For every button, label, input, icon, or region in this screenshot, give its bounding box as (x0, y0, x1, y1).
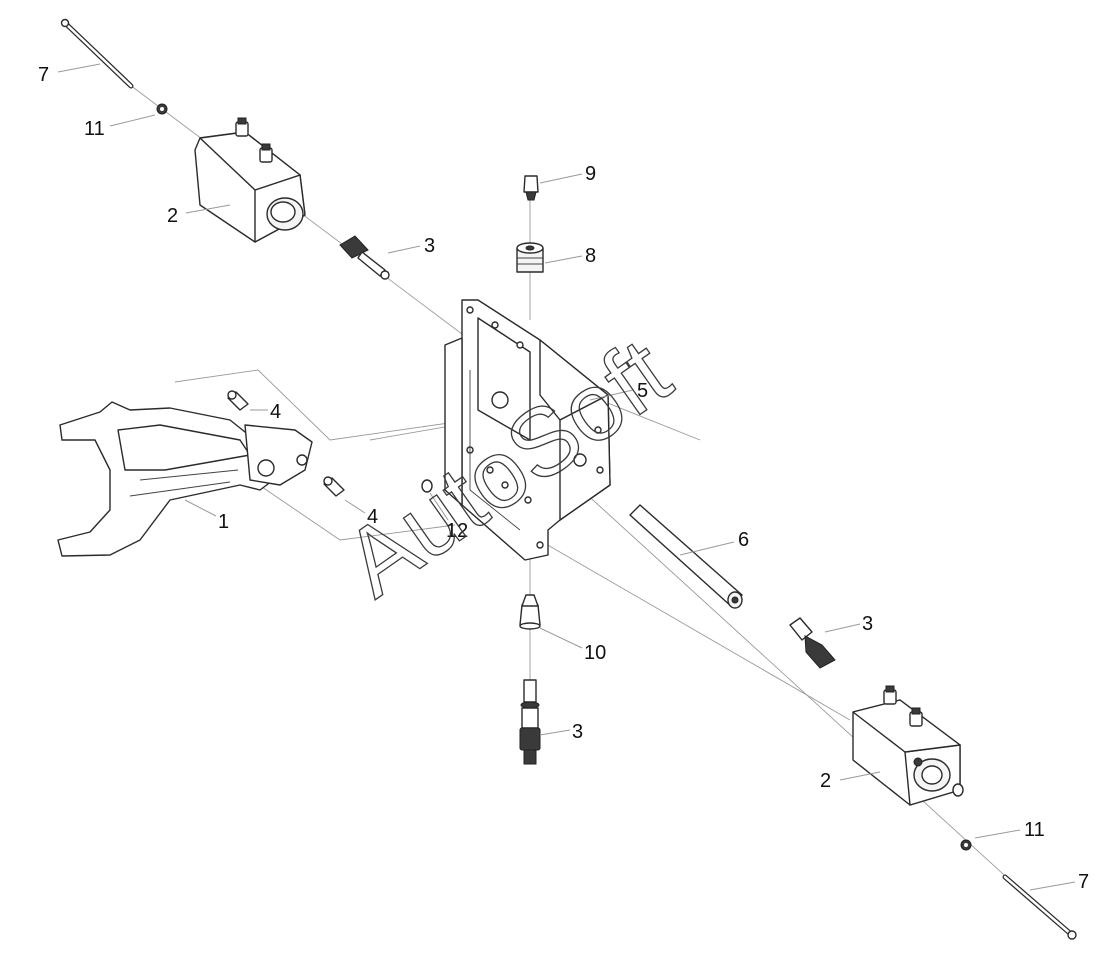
fitting-10 (519, 594, 541, 630)
cylinder-top (194, 117, 306, 243)
housing-5 (444, 299, 611, 561)
callout-labels: 7 11 2 3 9 8 5 4 1 4 12 6 3 10 3 2 11 7 (38, 64, 1089, 893)
pin-lower (323, 476, 345, 497)
callout-9: 9 (585, 163, 596, 185)
callout-6: 6 (738, 529, 749, 551)
callout-5: 5 (637, 380, 648, 402)
connector-right (789, 617, 836, 669)
shift-fork-1 (57, 401, 313, 557)
callout-10: 10 (584, 642, 606, 664)
callout-4-lower: 4 (367, 506, 378, 528)
plug-12 (421, 479, 433, 493)
washer-top (156, 103, 168, 115)
callout-1: 1 (218, 511, 229, 533)
callout-12: 12 (446, 520, 468, 542)
rod-top (60, 18, 134, 89)
shaft-6 (629, 504, 743, 609)
rod-bottom (1002, 874, 1077, 940)
cylinder-bottom (852, 685, 964, 806)
callout-8: 8 (585, 245, 596, 267)
callout-3-upper: 3 (424, 235, 435, 257)
connector-bottom (519, 679, 541, 765)
callout-3-right: 3 (862, 613, 873, 635)
callout-2-bottom: 2 (820, 770, 831, 792)
pin-upper (227, 390, 249, 411)
plug-8 (516, 242, 544, 273)
callout-7-bottom: 7 (1078, 871, 1089, 893)
callout-2-top: 2 (167, 205, 178, 227)
leader-lines (57, 63, 1076, 891)
callout-11-top: 11 (84, 118, 105, 140)
washer-bottom (960, 839, 972, 851)
connector-upper (339, 235, 390, 280)
callout-7-top: 7 (38, 64, 49, 86)
fitting-9 (523, 175, 539, 201)
callout-3-bottom: 3 (572, 721, 583, 743)
callout-11-bottom: 11 (1024, 819, 1045, 841)
callout-4-upper: 4 (270, 401, 281, 423)
